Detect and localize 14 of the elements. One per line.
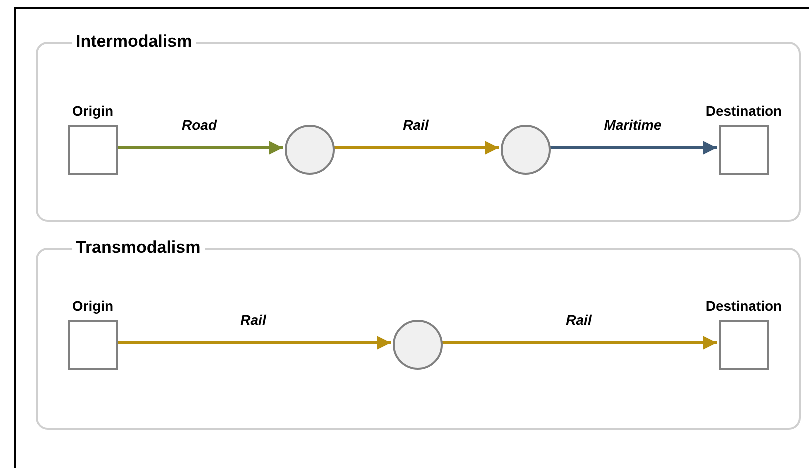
edge-label: Rail bbox=[566, 311, 592, 329]
node-label: Origin bbox=[72, 297, 114, 316]
arrow bbox=[333, 141, 499, 155]
node-label: Destination bbox=[706, 297, 782, 316]
arrow bbox=[441, 336, 717, 350]
edge-label: Rail bbox=[240, 311, 266, 329]
arrow bbox=[549, 141, 717, 155]
edge-label: Maritime bbox=[604, 116, 662, 134]
edge-label: Road bbox=[182, 116, 217, 134]
arrow bbox=[116, 141, 283, 155]
edge-label: Rail bbox=[403, 116, 429, 134]
node-label: Origin bbox=[72, 102, 114, 121]
node-label: Destination bbox=[706, 102, 782, 121]
arrow bbox=[116, 336, 391, 350]
